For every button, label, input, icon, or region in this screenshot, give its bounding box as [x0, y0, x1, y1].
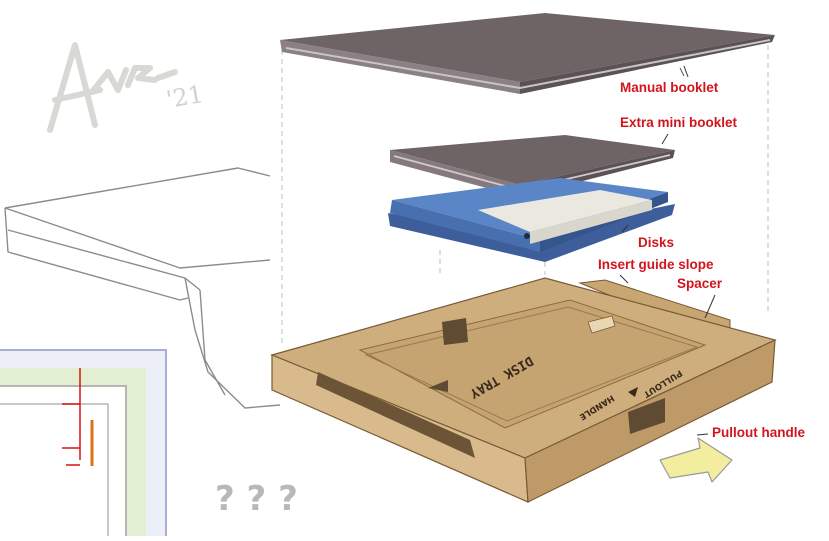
label-leaders — [619, 65, 716, 436]
signature-year: '21 — [164, 80, 205, 114]
disk-tray: DISK TRAY PULLOUT HANDLE — [270, 277, 777, 503]
label-extra-mini-booklet: Extra mini booklet — [620, 115, 738, 130]
blueprint-fragment — [0, 349, 167, 541]
question-marks: ? ? ? — [215, 479, 298, 519]
alignment-guides — [281, 45, 769, 345]
outer-box-sleeve — [4, 167, 281, 409]
label-disks: Disks — [638, 235, 675, 250]
artist-signature — [47, 42, 178, 133]
label-manual-booklet: Manual booklet — [620, 80, 719, 95]
label-pullout-handle: Pullout handle — [712, 425, 805, 440]
pullout-arrow — [659, 437, 733, 483]
label-insert-guide-slope: Insert guide slope — [598, 257, 714, 272]
manual-booklet — [280, 13, 775, 94]
label-spacer: Spacer — [677, 276, 723, 291]
disk-stack — [388, 178, 675, 262]
